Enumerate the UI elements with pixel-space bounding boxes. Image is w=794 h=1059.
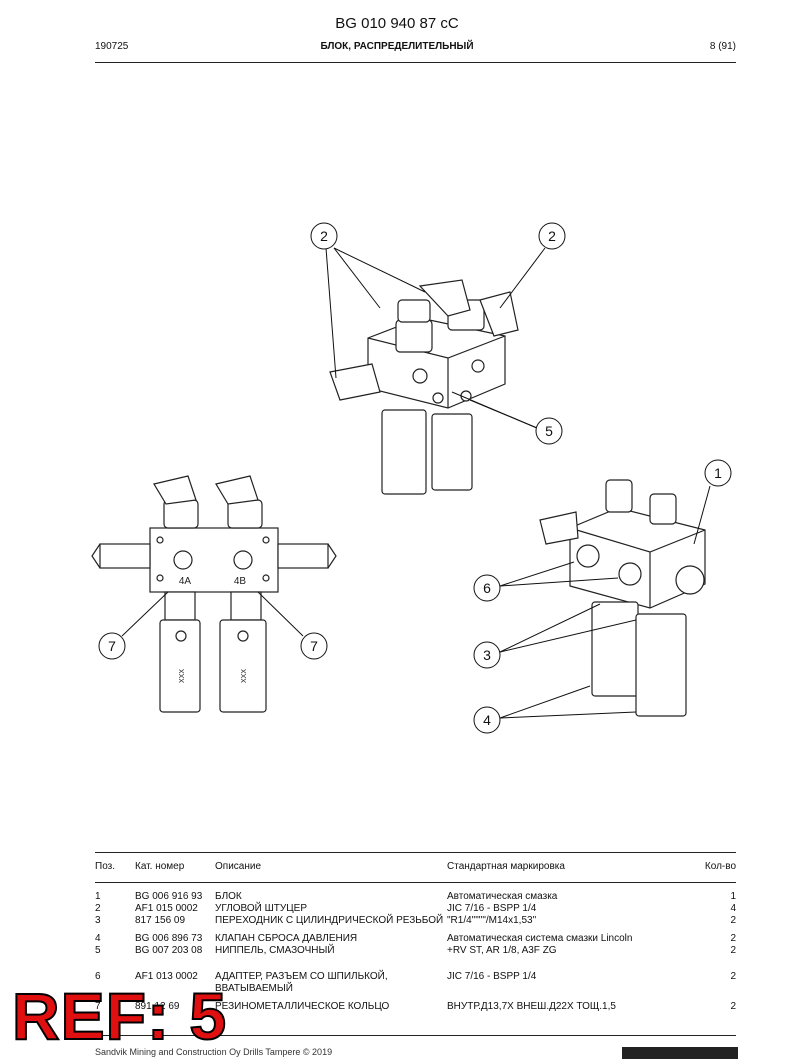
exploded-parts-drawing: 2 2 5 1 6 3 4 7 7 4A 4B XXX XXX xyxy=(91,222,732,734)
table-row: 3 817 156 09 ПЕРЕХОДНИК С ЦИЛИНДРИЧЕСКОЙ… xyxy=(95,915,736,927)
cell-qty: 4 xyxy=(730,903,736,914)
callout-1: 1 xyxy=(704,459,732,487)
table-row: 1 BG 006 916 93 БЛОК Автоматическая смаз… xyxy=(95,883,736,904)
top-assembly xyxy=(329,279,519,495)
cell-cat: 891 12 69 xyxy=(135,1001,180,1012)
callout-number: 4 xyxy=(483,712,491,728)
cell-cat: BG 006 916 93 xyxy=(135,891,203,902)
callout-number: 1 xyxy=(714,465,722,481)
cell-qty: 2 xyxy=(730,945,736,956)
table-row: 2 AF1 015 0002 УГЛОВОЙ ШТУЦЕР JIC 7/16 -… xyxy=(95,903,736,915)
cell-desc: КЛАПАН СБРОСА ДАВЛЕНИЯ xyxy=(215,933,358,944)
right-assembly xyxy=(539,479,706,717)
table-row: 5 BG 007 203 08 НИППЕЛЬ, СМАЗОЧНЫЙ +RV S… xyxy=(95,945,736,957)
col-header-desc: Описание xyxy=(215,852,447,883)
callout-number: 5 xyxy=(545,423,553,439)
col-header-pos: Поз. xyxy=(95,852,135,883)
cell-pos: 4 xyxy=(95,933,101,944)
cell-desc: НИППЕЛЬ, СМАЗОЧНЫЙ xyxy=(215,945,335,956)
cell-cat: 817 156 09 xyxy=(135,915,186,926)
body-marking-right: XXX xyxy=(241,669,248,683)
document-date: 190725 xyxy=(95,41,129,52)
callout-number: 7 xyxy=(310,638,318,654)
cell-qty: 2 xyxy=(730,915,736,926)
cell-std: Автоматическая смазка xyxy=(447,891,558,902)
cell-pos: 7 xyxy=(95,1001,101,1012)
callout-number: 7 xyxy=(108,638,116,654)
cell-std: Автоматическая система смазки Lincoln xyxy=(447,933,633,944)
callout-2-right: 2 xyxy=(538,222,566,250)
table-header-row: Поз. Кат. номер Описание Стандартная мар… xyxy=(95,852,736,883)
cell-pos: 6 xyxy=(95,971,101,982)
leader-lines xyxy=(121,247,711,719)
callout-2-left: 2 xyxy=(310,222,338,250)
document-subtitle: БЛОК, РАСПРЕДЕЛИТЕЛЬНЫЙ xyxy=(320,41,474,52)
callout-number: 3 xyxy=(483,647,491,663)
cell-qty: 2 xyxy=(730,933,736,944)
document-title: BG 010 940 87 cC xyxy=(335,15,459,32)
cell-desc: УГЛОВОЙ ШТУЦЕР xyxy=(215,903,307,914)
cell-desc: БЛОК xyxy=(215,891,242,902)
port-label-4b: 4B xyxy=(234,576,247,587)
left-assembly xyxy=(91,475,337,713)
cell-qty: 1 xyxy=(730,891,736,902)
cell-std: ВНУТР.Д13,7Х ВНЕШ.Д22Х ТОЩ.1,5 xyxy=(447,1001,616,1012)
cell-qty: 2 xyxy=(730,1001,736,1012)
table-row: 6 AF1 013 0002 АДАПТЕР, РАЗЪЕМ СО ШПИЛЬК… xyxy=(95,957,736,995)
cell-std: JIC 7/16 - BSPP 1/4 xyxy=(447,971,537,982)
header-divider xyxy=(95,62,736,63)
table-row: 4 BG 006 896 73 КЛАПАН СБРОСА ДАВЛЕНИЯ А… xyxy=(95,927,736,945)
cell-qty: 2 xyxy=(730,971,736,982)
callout-5: 5 xyxy=(535,417,563,445)
cell-pos: 5 xyxy=(95,945,101,956)
cell-cat: BG 006 896 73 xyxy=(135,933,203,944)
callout-3: 3 xyxy=(473,641,501,669)
cell-cat: AF1 013 0002 xyxy=(135,971,198,982)
cell-cat: BG 007 203 08 xyxy=(135,945,203,956)
callout-number: 2 xyxy=(548,228,556,244)
parts-table: Поз. Кат. номер Описание Стандартная мар… xyxy=(95,852,736,1013)
col-header-cat: Кат. номер xyxy=(135,852,215,883)
cell-desc: ПЕРЕХОДНИК С ЦИЛИНДРИЧЕСКОЙ РЕЗЬБОЙ xyxy=(215,915,444,926)
page-number: 8 (91) xyxy=(709,41,736,52)
sandvik-logo xyxy=(622,1047,738,1059)
callout-4: 4 xyxy=(473,706,501,734)
col-header-qty: Кол-во xyxy=(687,852,736,883)
callout-number: 6 xyxy=(483,580,491,596)
cell-desc: РЕЗИНОМЕТАЛЛИЧЕСКОЕ КОЛЬЦО xyxy=(215,1001,390,1012)
body-marking-left: XXX xyxy=(179,669,186,683)
cell-std: JIC 7/16 - BSPP 1/4 xyxy=(447,903,537,914)
callout-6: 6 xyxy=(473,574,501,602)
col-header-std: Стандартная маркировка xyxy=(447,852,687,883)
cell-pos: 2 xyxy=(95,903,101,914)
cell-desc: АДАПТЕР, РАЗЪЕМ СО ШПИЛЬКОЙ, ВВАТЫВАЕМЫЙ xyxy=(215,971,388,994)
cell-std: "R1/4""""/M14x1,53" xyxy=(447,915,537,926)
callout-7-right: 7 xyxy=(300,632,328,660)
footer-copyright: Sandvik Mining and Construction Oy Drill… xyxy=(95,1047,333,1057)
table-row: 7 891 12 69 РЕЗИНОМЕТАЛЛИЧЕСКОЕ КОЛЬЦО В… xyxy=(95,995,736,1013)
cell-pos: 3 xyxy=(95,915,101,926)
cell-cat: AF1 015 0002 xyxy=(135,903,198,914)
callout-7-left: 7 xyxy=(98,632,126,660)
callout-number: 2 xyxy=(320,228,328,244)
cell-std: +RV ST, AR 1/8, A3F ZG xyxy=(447,945,557,956)
ref-overlay-label: REF: 5 xyxy=(11,978,228,1054)
port-label-4a: 4A xyxy=(179,576,192,587)
footer-divider xyxy=(95,1035,736,1036)
cell-pos: 1 xyxy=(95,891,101,902)
